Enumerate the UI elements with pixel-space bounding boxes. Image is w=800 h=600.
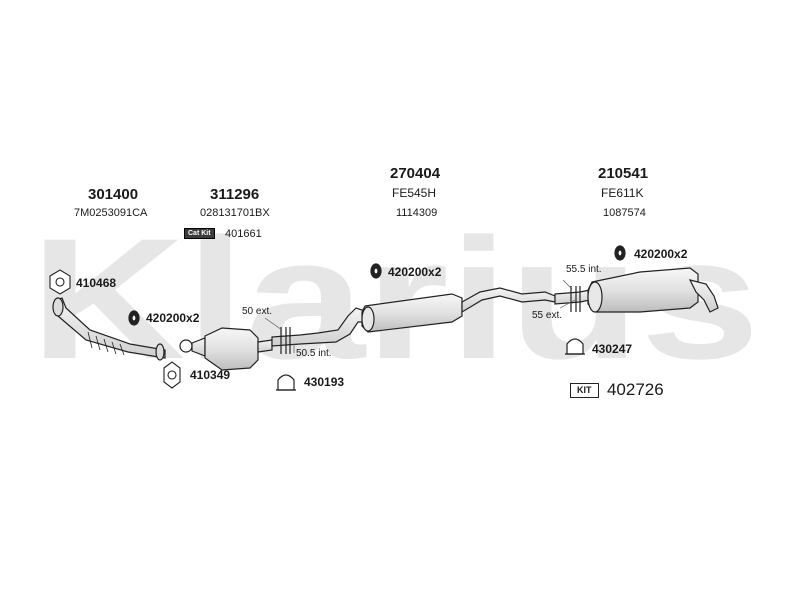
cat-kit-row: Cat Kit 401661 [184, 225, 262, 243]
rear-box-oe-number: 1087574 [603, 207, 646, 219]
gasket-icon [49, 269, 71, 295]
front-pipe-oe-number: 7M0253091CA [74, 207, 148, 219]
joint-markers [280, 286, 581, 354]
gasket-front-label: 410468 [76, 276, 117, 290]
kit-badge: KIT [570, 382, 599, 398]
rubber-mount-icon [128, 310, 140, 326]
ring-gasket-icon [163, 361, 181, 389]
ring-gasket-label: 410349 [190, 368, 231, 382]
cat-int-dimension: 50.5 int. [296, 348, 332, 359]
catalyst-part-number: 311296 [210, 186, 260, 203]
clamp-rear-label: 430247 [592, 342, 633, 356]
clamp-cat-label: 430193 [304, 375, 345, 389]
centre-box-code: FE545H [392, 186, 437, 200]
fitting-kit-row: KIT 402726 [570, 380, 664, 400]
rear-int-dimension: 55.5 int. [566, 264, 602, 275]
rubber-mount-icon [370, 263, 382, 279]
kit-number: 402726 [606, 380, 664, 399]
rear-section-drawing [554, 267, 719, 313]
cat-kit-number: 401661 [225, 227, 262, 240]
centre-box-oe-number: 1114309 [396, 207, 438, 219]
dimension-leaders [264, 279, 576, 353]
catalyst-oe-number: 028131701BX [200, 207, 270, 219]
centre-section-drawing [271, 287, 556, 347]
front-pipe-drawing [52, 297, 166, 361]
cat-ext-dimension: 50 ext. [242, 306, 273, 317]
rear-box-code: FE611K [601, 186, 644, 200]
clamp-icon [276, 374, 296, 391]
rear-box-part-number: 210541 [598, 165, 649, 182]
clamp-icon [565, 338, 585, 355]
rear-ext-dimension: 55 ext. [532, 310, 563, 321]
centre-box-part-number: 270404 [390, 165, 441, 182]
rubber-mount-icon [614, 245, 626, 261]
front-pipe-part-number: 301400 [88, 186, 139, 203]
mount-rear-label: 420200x2 [634, 247, 688, 261]
mount-centre-label: 420200x2 [388, 265, 442, 279]
mount-front-label: 420200x2 [146, 311, 200, 325]
catalyst-drawing [179, 327, 273, 371]
cat-kit-badge: Cat Kit [184, 228, 215, 240]
